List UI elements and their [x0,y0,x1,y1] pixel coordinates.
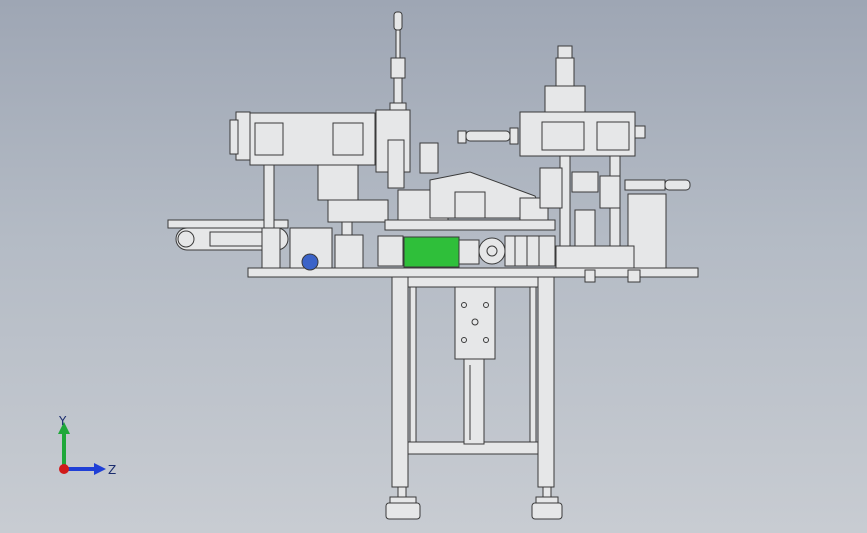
left-cylinder-collar [390,57,406,79]
left-leg [391,276,409,488]
right-head-assembly [519,45,691,283]
upper-crossbar [407,276,539,288]
conveyor-roller [177,230,195,248]
base-frame [247,267,699,520]
right-housing [627,193,667,269]
left-sensor [301,253,319,271]
lift-guide [463,358,485,445]
drive-motor [403,236,460,268]
gear-housing [504,235,556,267]
right-foot-stem [542,486,552,498]
left-conveyor [167,219,289,251]
left-foot [385,502,421,520]
x-axis-icon [59,464,69,474]
coordinate-triad: Y Z [58,414,116,477]
right-leg [537,276,555,488]
y-arrow-icon [58,422,70,434]
lift-module [454,286,496,445]
left-foot-stem [397,486,407,498]
y-axis-label: Y [58,414,67,428]
left-head-assembly [229,111,389,271]
right-foot [531,502,563,520]
center-assembly [375,109,556,268]
z-axis-label: Z [108,463,116,477]
horizontal-cylinder [457,127,519,145]
horizontal-cylinder-body [465,130,511,142]
z-arrow-icon [94,463,106,475]
left-vertical-cylinder [389,11,407,114]
right-vertical-cylinder [555,57,575,87]
